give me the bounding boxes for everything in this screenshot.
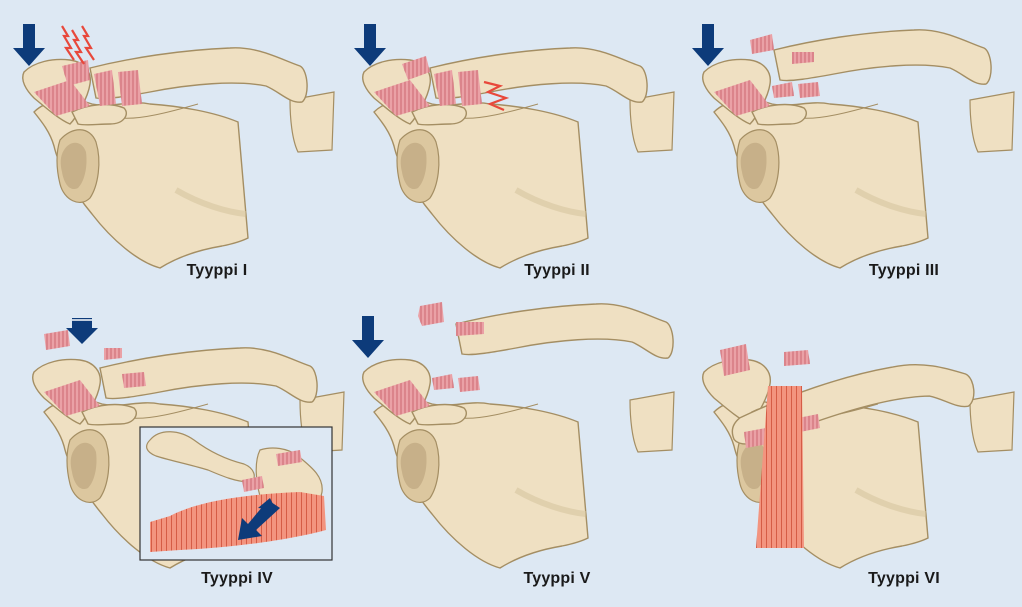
cc-ligament-stub-upper: [456, 322, 484, 336]
cc-ligament-stub-upper: [792, 52, 814, 64]
panel-label: Tyyppi III: [869, 262, 939, 279]
panel-label: Tyyppi V: [523, 570, 590, 587]
cc-ligament-stub-lower-2: [798, 82, 820, 98]
conoid-ligament: [118, 70, 142, 106]
panel-label: Tyyppi I: [187, 262, 248, 279]
panel-label: Tyyppi IV: [201, 570, 273, 587]
posterior-view-inset: [140, 427, 332, 560]
panel-label: Tyyppi VI: [868, 570, 940, 587]
cc-ligament-stub-lower-2: [458, 376, 480, 392]
conoid-ligament: [458, 70, 482, 106]
cc-ligament-stub-upper: [104, 348, 122, 360]
cc-ligament-stub: [784, 350, 810, 366]
cc-ligament-stub-lower: [122, 372, 146, 388]
panel-label: Tyyppi II: [524, 262, 590, 279]
